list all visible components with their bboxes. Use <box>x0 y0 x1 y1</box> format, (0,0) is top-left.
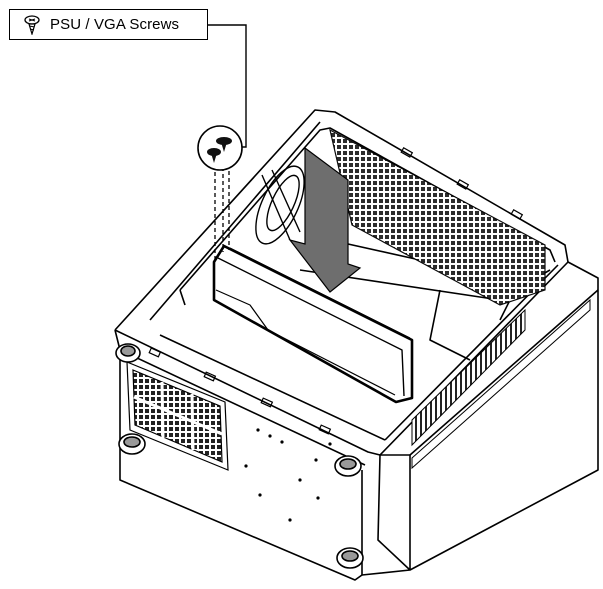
case-body <box>114 109 599 581</box>
callout-label: PSU / VGA Screws <box>50 16 180 33</box>
foot-rear-left <box>118 433 146 455</box>
screw-icon <box>24 14 40 35</box>
front-mesh-panel <box>126 361 229 471</box>
foot-rear-right <box>336 547 364 569</box>
side-vent-lower <box>411 298 591 470</box>
foot-front-right <box>334 455 362 477</box>
callout-label-box: PSU / VGA Screws <box>9 9 208 40</box>
case-feet <box>115 343 364 569</box>
foot-front-left <box>115 343 141 363</box>
rim-tabs <box>148 146 524 435</box>
side-vent <box>411 308 526 447</box>
insert-arrow-icon <box>288 146 362 293</box>
fan <box>255 165 305 245</box>
mounting-holes <box>244 428 332 522</box>
screw-icon <box>207 137 232 163</box>
screw-callout-circle <box>197 125 243 171</box>
graphics-card <box>212 244 414 404</box>
